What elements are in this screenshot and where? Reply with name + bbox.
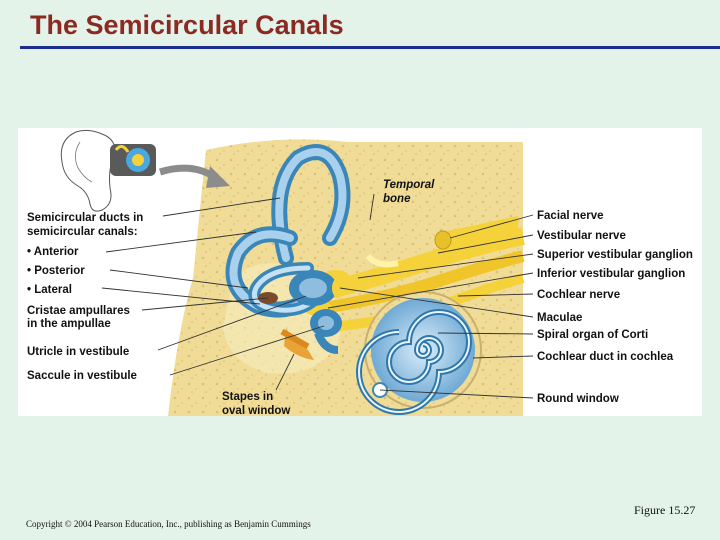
label-maculae: Maculae [537, 312, 582, 324]
label-superior-ganglion: Superior vestibular ganglion [537, 249, 693, 261]
cochlea [356, 291, 482, 415]
label-cristae-line1: Cristae ampullares [27, 305, 130, 317]
label-posterior: • Posterior [27, 265, 85, 277]
label-saccule: Saccule in vestibule [27, 370, 137, 382]
label-anterior: • Anterior [27, 246, 79, 258]
label-stapes-line1: Stapes in [222, 391, 273, 403]
label-round-window: Round window [537, 393, 619, 405]
label-utricle: Utricle in vestibule [27, 346, 129, 358]
label-semicircular-ducts-line2: semicircular canals: [27, 226, 138, 238]
inset-arrow [158, 164, 218, 181]
label-lateral: • Lateral [27, 284, 72, 296]
label-temporal-line2: bone [383, 193, 411, 205]
leader-lines [101, 193, 534, 399]
label-cochlear-duct: Cochlear duct in cochlea [537, 351, 674, 363]
inner-ear-diagram: Semicircular ducts in semicircular canal… [27, 129, 693, 416]
inset-arrow-head [206, 166, 230, 188]
left-labels: Semicircular ducts in semicircular canal… [27, 179, 435, 416]
stapes [280, 328, 314, 360]
label-cristae-line2: in the ampullae [27, 318, 111, 330]
figure-number: Figure 15.27 [634, 503, 696, 517]
label-spiral-organ: Spiral organ of Corti [537, 329, 648, 341]
label-temporal-line1: Temporal [383, 179, 435, 191]
macula [332, 278, 344, 298]
semicircular-canals [225, 144, 351, 318]
label-stapes-line2: oval window [222, 405, 290, 416]
ear-inset [60, 129, 156, 212]
vestibule [258, 270, 344, 354]
label-semicircular-ducts-line1: Semicircular ducts in [27, 212, 143, 224]
figure-panel: Semicircular ducts in semicircular canal… [18, 128, 702, 416]
label-facial-nerve: Facial nerve [537, 210, 603, 222]
label-vestibular-nerve: Vestibular nerve [537, 230, 626, 242]
label-inferior-ganglion: Inferior vestibular ganglion [537, 268, 685, 280]
label-cochlear-nerve: Cochlear nerve [537, 289, 620, 301]
slide-title: The Semicircular Canals [30, 10, 344, 40]
copyright-notice: Copyright © 2004 Pearson Education, Inc.… [26, 519, 311, 529]
right-labels: Facial nerve Vestibular nerve Superior v… [537, 210, 693, 405]
title-rule [20, 46, 720, 49]
